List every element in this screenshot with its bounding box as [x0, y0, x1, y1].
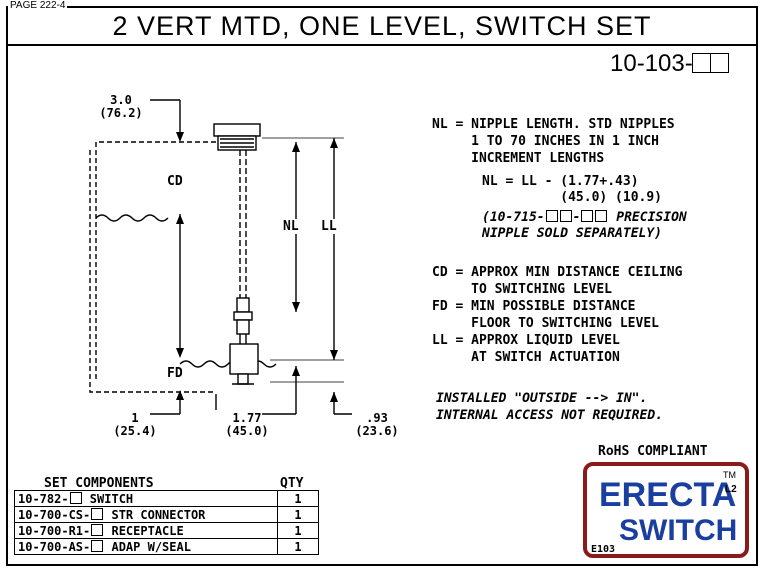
- components-header-qty: QTY: [280, 476, 304, 491]
- precision-prefix: (10-715-: [482, 210, 545, 225]
- rohs-label: RoHS COMPLIANT: [598, 444, 708, 459]
- component-cell: 10-782- SWITCH: [14, 490, 278, 507]
- note-line: 1 TO 70 INCHES IN 1 INCH: [432, 134, 659, 149]
- note-line: NL = NIPPLE LENGTH. STD NIPPLES: [432, 117, 675, 132]
- ceiling-wavy-line: [95, 214, 169, 222]
- precision-suffix: PRECISION: [608, 210, 687, 225]
- blank-box: [595, 210, 608, 222]
- note-line: TO SWITCHING LEVEL: [432, 282, 613, 297]
- label-nl: NL: [283, 219, 299, 234]
- dim-right-in: .93: [366, 411, 388, 425]
- components-header-name: SET COMPONENTS: [44, 476, 154, 491]
- notes-formula: NL = LL - (1.77+.43) (45.0) (10.9): [482, 174, 662, 206]
- blank-box: [91, 523, 104, 536]
- dim-right: .93(23.6): [342, 412, 412, 438]
- notes-defs: CD = APPROX MIN DISTANCE CEILING TO SWIT…: [432, 264, 682, 366]
- precision-line-2: NIPPLE SOLD SEPARATELY): [482, 226, 663, 241]
- page-title: 2 VERT MTD, ONE LEVEL, SWITCH SET: [6, 6, 758, 46]
- note-line: INCREMENT LENGTHS: [432, 151, 605, 166]
- label-ll: LL: [321, 219, 337, 234]
- formula-line: (45.0) (10.9): [482, 190, 663, 205]
- dim-right-mm: (23.6): [355, 424, 399, 438]
- part-number: 10-103-: [610, 50, 729, 78]
- part-number-box: [709, 53, 729, 73]
- switch-body: [229, 343, 259, 375]
- blank-box: [91, 507, 104, 520]
- part-number-prefix: 10-103-: [610, 50, 693, 77]
- note-line: FLOOR TO SWITCHING LEVEL: [432, 316, 659, 331]
- dim-left-in: 1: [131, 411, 139, 425]
- logo-code: E103: [591, 544, 615, 555]
- dim-mid-mm: (45.0): [225, 424, 269, 438]
- page-label: PAGE 222-4: [8, 0, 68, 11]
- dim-top-mm: (76.2): [99, 106, 143, 120]
- label-cd: CD: [167, 174, 183, 189]
- logo-line2: SWITCH: [619, 514, 737, 547]
- blank-box: [91, 539, 104, 552]
- note-line: AT SWITCH ACTUATION: [432, 350, 620, 365]
- notes-installed: INSTALLED "OUTSIDE --> IN". INTERNAL ACCE…: [436, 390, 663, 424]
- formula-line: NL = LL - (1.77+.43): [482, 174, 639, 189]
- note-line: FD = MIN POSSIBLE DISTANCE: [432, 299, 636, 314]
- blank-box: [69, 491, 82, 504]
- logo-tm: TM: [723, 470, 736, 480]
- logo-l2: L2: [725, 484, 737, 495]
- notes-nl: NL = NIPPLE LENGTH. STD NIPPLES 1 TO 70 …: [432, 116, 675, 167]
- dim-top-in: 3.0: [110, 93, 132, 107]
- dim-left: 1(25.4): [100, 412, 170, 438]
- component-cell: 10-700-CS- STR CONNECTOR: [14, 506, 278, 523]
- component-cell: 10-700-AS- ADAP W/SEAL: [14, 538, 278, 555]
- note-line: LL = APPROX LIQUID LEVEL: [432, 333, 620, 348]
- qty-cell: 1: [277, 506, 319, 523]
- str-connector: [236, 297, 250, 313]
- note-line: INTERNAL ACCESS NOT REQUIRED.: [436, 408, 663, 423]
- dim-mid: 1.77(45.0): [212, 412, 282, 438]
- note-line: INSTALLED "OUTSIDE --> IN".: [436, 391, 648, 406]
- dim-top: 3.0(76.2): [86, 94, 156, 120]
- note-line: CD = APPROX MIN DISTANCE CEILING: [432, 265, 683, 280]
- liquid-wavy-line: [179, 360, 277, 368]
- blank-box: [559, 210, 572, 222]
- qty-cell: 1: [277, 522, 319, 539]
- dim-mid-in: 1.77: [232, 411, 262, 425]
- label-fd: FD: [167, 366, 183, 381]
- tank-outline: [89, 141, 216, 393]
- qty-cell: 1: [277, 538, 319, 555]
- component-cell: 10-700-R1- RECEPTACLE: [14, 522, 278, 539]
- qty-cell: 1: [277, 490, 319, 507]
- erecta-switch-logo: ERECTA SWITCH TM L2 E103: [583, 462, 749, 558]
- blank-box: [581, 210, 594, 222]
- blank-box: [545, 210, 558, 222]
- drawing-frame: [6, 6, 758, 566]
- fitting-cap: [213, 123, 261, 137]
- dim-left-mm: (25.4): [113, 424, 157, 438]
- logo-line1: ERECTA: [599, 476, 736, 514]
